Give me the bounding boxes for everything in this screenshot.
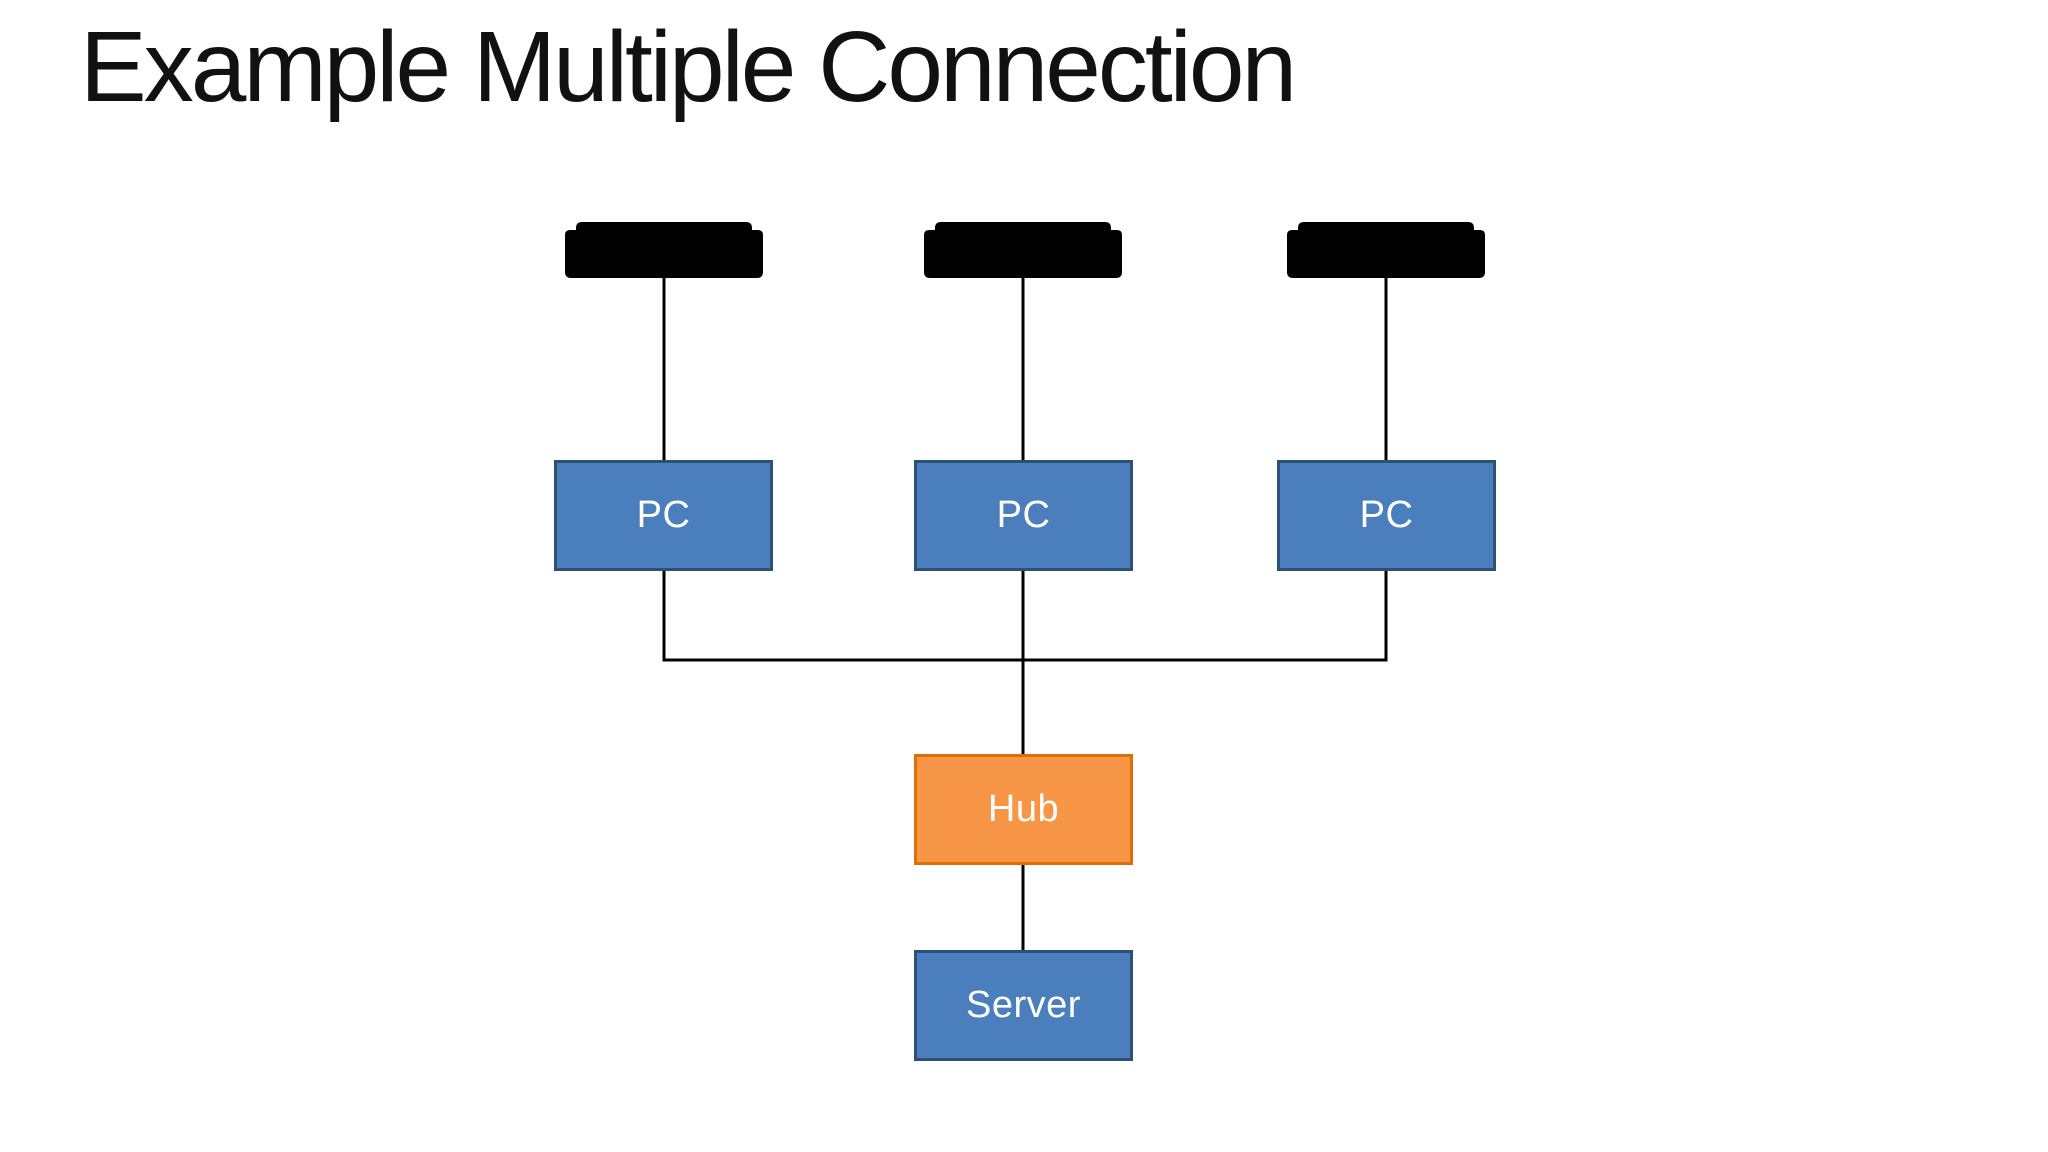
node-pc-3-label: PC — [1359, 494, 1414, 536]
slide-title: Example Multiple Connection — [80, 11, 1297, 123]
laptop-silhouette — [1287, 222, 1485, 278]
node-pc-3: PC — [1277, 460, 1496, 571]
laptop-icon — [1287, 222, 1485, 278]
node-hub: Hub — [914, 754, 1133, 865]
node-pc-2: PC — [914, 460, 1133, 571]
laptop-silhouette — [565, 222, 763, 278]
node-server: Server — [914, 950, 1133, 1061]
laptop-silhouette — [924, 222, 1122, 278]
node-server-label: Server — [966, 984, 1081, 1026]
node-pc-1: PC — [554, 460, 773, 571]
node-pc-2-label: PC — [996, 494, 1051, 536]
laptop-icon — [565, 222, 763, 278]
node-hub-label: Hub — [987, 788, 1060, 830]
node-pc-1-label: PC — [636, 494, 691, 536]
laptop-icon — [924, 222, 1122, 278]
